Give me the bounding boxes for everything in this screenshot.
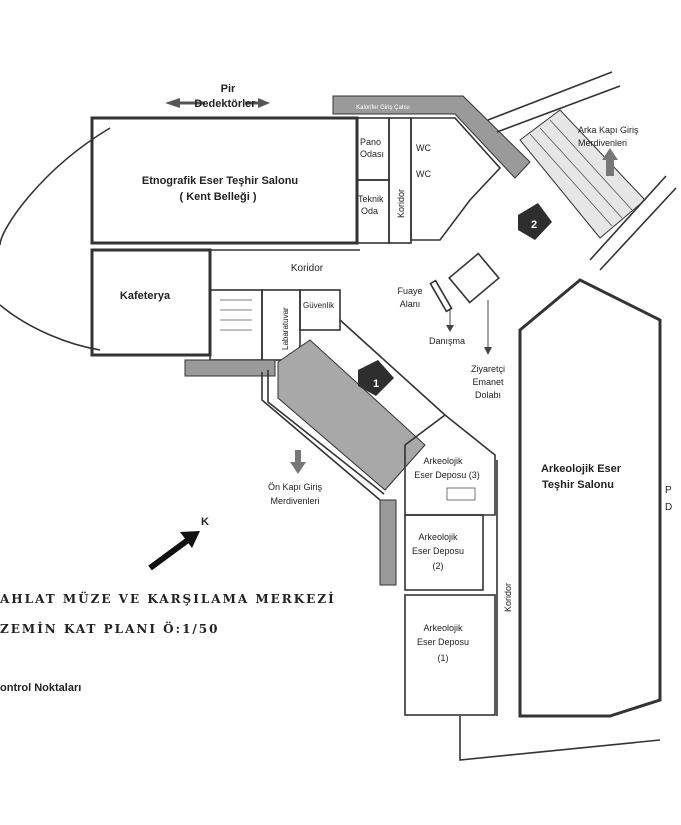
- pir-label: Pir: [221, 83, 236, 95]
- on-kapi-arrow: [290, 450, 306, 474]
- guvenlik-label: Güvenlik: [303, 301, 335, 310]
- fuaye-label-1: Fuaye: [397, 286, 422, 296]
- edge-letter-d: D: [665, 502, 672, 513]
- arka-kapi-label-2: Merdivenleri: [578, 138, 627, 148]
- marker-1-label: 1: [373, 378, 379, 390]
- marker-2-label: 2: [531, 219, 537, 231]
- outer-arc-wall: [0, 127, 111, 246]
- diagonal-wall: [487, 71, 613, 121]
- pir-left-arrow: [165, 98, 205, 108]
- koridor-top-label: Koridor: [291, 263, 324, 274]
- teknik-label-1: Teknik: [358, 194, 384, 204]
- stair-tread: [539, 127, 623, 219]
- depo1-room: [404, 594, 496, 716]
- fuaye-label-2: Alanı: [400, 299, 421, 309]
- pano-label-1: Pano: [360, 137, 381, 147]
- kalorifer-band: [332, 95, 531, 179]
- kalorifer-label: Kalorifer Giriş Çatısı: [356, 105, 410, 111]
- bottom-wall: [459, 716, 661, 761]
- arkeolojik-salon-label-1: Arkeolojik Eser: [541, 463, 622, 475]
- on-kapi-outer-edge: [267, 370, 385, 495]
- guvenlik-room: [299, 289, 341, 331]
- north-arrow: [148, 531, 200, 571]
- depo2-label-3: (2): [433, 561, 444, 571]
- depo2-room: [404, 514, 484, 591]
- bottom-gray-strip: [379, 499, 397, 586]
- wc-label-1: WC: [416, 143, 431, 153]
- koridor-vertical-label: Koridor: [396, 189, 406, 218]
- plan-title-line2: ZEMİN KAT PLANI Ö:1/50: [0, 622, 220, 636]
- teknik-label-2: Oda: [361, 206, 378, 216]
- kafeterya-label: Kafeterya: [120, 290, 171, 302]
- on-kapi-outer-edge: [261, 372, 381, 501]
- on-kapi-label-1: Ön Kapı Giriş: [268, 482, 323, 492]
- depo3-shelf: [446, 487, 476, 501]
- danisma-label: Danışma: [429, 336, 465, 346]
- marker-1: 1: [358, 360, 394, 396]
- arkeolojik-salon-label-2: Teşhir Salonu: [542, 479, 614, 491]
- outer-arc-wall-lower: [0, 304, 101, 351]
- arka-kapi-label-1: Arka Kapı Giriş: [578, 125, 639, 135]
- depo1-label-3: (1): [438, 653, 449, 663]
- depo1-label-2: Eser Deposu: [417, 637, 469, 647]
- depo2-label-2: Eser Deposu: [412, 546, 464, 556]
- staircase-box: [209, 289, 263, 361]
- depo1-label-1: Arkeolojik: [423, 623, 463, 633]
- depo3-room: [404, 413, 496, 516]
- dedektorler-label: Dedektörler: [194, 98, 256, 110]
- north-label: K: [201, 516, 209, 528]
- depo3-label-1: Arkeolojik: [423, 456, 463, 466]
- on-kapi-label-2: Merdivenleri: [270, 496, 319, 506]
- pano-label-2: Odası: [360, 149, 384, 159]
- etnografik-label-1: Etnografik Eser Teşhir Salonu: [142, 175, 298, 187]
- diagonal-wall: [599, 187, 677, 271]
- edge-letter-p: P: [665, 485, 672, 496]
- marker-2: 2: [518, 203, 552, 240]
- ziyaretci-label-1: Ziyaretçi: [471, 364, 505, 374]
- arkeolojik-salon-walls: [518, 278, 662, 718]
- ziyaretci-label-3: Dolabı: [475, 390, 501, 400]
- danisma-arrow: [446, 308, 454, 332]
- etnografik-label-2: ( Kent Belleği ): [179, 191, 256, 203]
- kafeterya-walls: [90, 248, 212, 357]
- depo3-label-2: Eser Deposu (3): [414, 470, 480, 480]
- laboratuvar-label: Labaratuvar: [281, 307, 290, 350]
- control-points-label: ontrol Noktaları: [0, 682, 82, 694]
- pir-right-arrow: [245, 98, 270, 108]
- ziyaretci-label-2: Emanet: [472, 377, 504, 387]
- diagonal-wall: [589, 175, 667, 261]
- arka-kapi-arrow: [602, 148, 618, 176]
- plan-title-line1: AHLAT MÜZE VE KARŞILAMA MERKEZİ: [0, 592, 336, 606]
- fuaye-panel: [429, 279, 453, 313]
- fuaye-desk: [448, 252, 500, 304]
- wc-label-2: WC: [416, 169, 431, 179]
- koridor-right-label: Koridor: [503, 583, 513, 612]
- stair-tread: [529, 133, 613, 227]
- entrance-band-left: [184, 359, 276, 377]
- fuaye-wall: [339, 319, 446, 416]
- depo2-label-1: Arkeolojik: [418, 532, 458, 542]
- stair-tread: [549, 119, 633, 211]
- wc-block: [410, 117, 502, 241]
- vertical-corridor: [388, 117, 412, 244]
- ziyaretci-arrow: [484, 300, 492, 355]
- diagonal-wall: [496, 85, 621, 133]
